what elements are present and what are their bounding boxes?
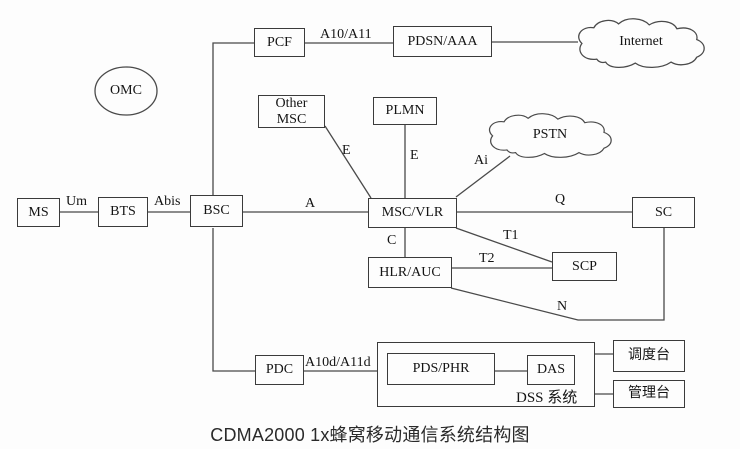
omc-ellipse bbox=[94, 66, 158, 116]
node-bsc: BSC bbox=[190, 195, 243, 227]
link-hlr-sc bbox=[450, 228, 665, 321]
edge-label-n: N bbox=[557, 299, 568, 314]
edge-label-q: Q bbox=[555, 192, 566, 207]
node-management-console: 管理台 bbox=[613, 380, 685, 408]
edge-label-a10d-a11d: A10d/A11d bbox=[305, 355, 371, 370]
node-bts: BTS bbox=[98, 197, 148, 227]
internet-label: Internet bbox=[619, 34, 663, 49]
node-sc: SC bbox=[632, 197, 695, 228]
edge-label-ai: Ai bbox=[474, 153, 488, 168]
node-ms: MS bbox=[17, 198, 60, 227]
edge-label-a10-a11: A10/A11 bbox=[320, 27, 372, 42]
link-othermsc-mscvlr bbox=[324, 125, 372, 199]
dss-system-label: DSS 系统 bbox=[516, 390, 578, 406]
omc-node: OMC bbox=[95, 67, 157, 115]
edge-label-e-plmn: E bbox=[410, 148, 419, 163]
node-plmn: PLMN bbox=[373, 97, 437, 125]
node-msc-vlr: MSC/VLR bbox=[368, 198, 457, 228]
edge-label-e-other-msc: E bbox=[342, 143, 351, 158]
edge-label-t2: T2 bbox=[479, 251, 495, 266]
link-bsc-pdc bbox=[212, 228, 255, 372]
node-dispatch-console: 调度台 bbox=[613, 340, 685, 372]
node-pcf: PCF bbox=[254, 28, 305, 57]
edge-label-abis: Abis bbox=[154, 194, 181, 209]
edge-label-t1: T1 bbox=[503, 228, 519, 243]
omc-label: OMC bbox=[110, 83, 142, 98]
node-scp: SCP bbox=[552, 252, 617, 281]
pstn-label: PSTN bbox=[532, 127, 568, 142]
node-pds-phr: PDS/PHR bbox=[387, 353, 495, 385]
node-das: DAS bbox=[527, 355, 575, 385]
diagram-caption: CDMA2000 1x蜂窝移动通信系统结构图 bbox=[210, 425, 530, 445]
edge-label-a: A bbox=[305, 196, 316, 211]
pstn-node: PSTN bbox=[483, 113, 617, 157]
link-pstn-mscvlr bbox=[455, 155, 511, 198]
link-bsc-pcf bbox=[212, 42, 254, 195]
internet-node: Internet bbox=[572, 18, 710, 66]
node-pdsn-aaa: PDSN/AAA bbox=[393, 26, 492, 57]
link-mscvlr-scp bbox=[455, 227, 553, 263]
edge-label-um: Um bbox=[66, 194, 87, 209]
node-other-msc: Other MSC bbox=[258, 95, 325, 128]
edge-label-c: C bbox=[387, 233, 397, 248]
node-pdc: PDC bbox=[255, 355, 304, 385]
dss-system-box bbox=[377, 342, 595, 407]
node-hlr-auc: HLR/AUC bbox=[368, 257, 452, 288]
